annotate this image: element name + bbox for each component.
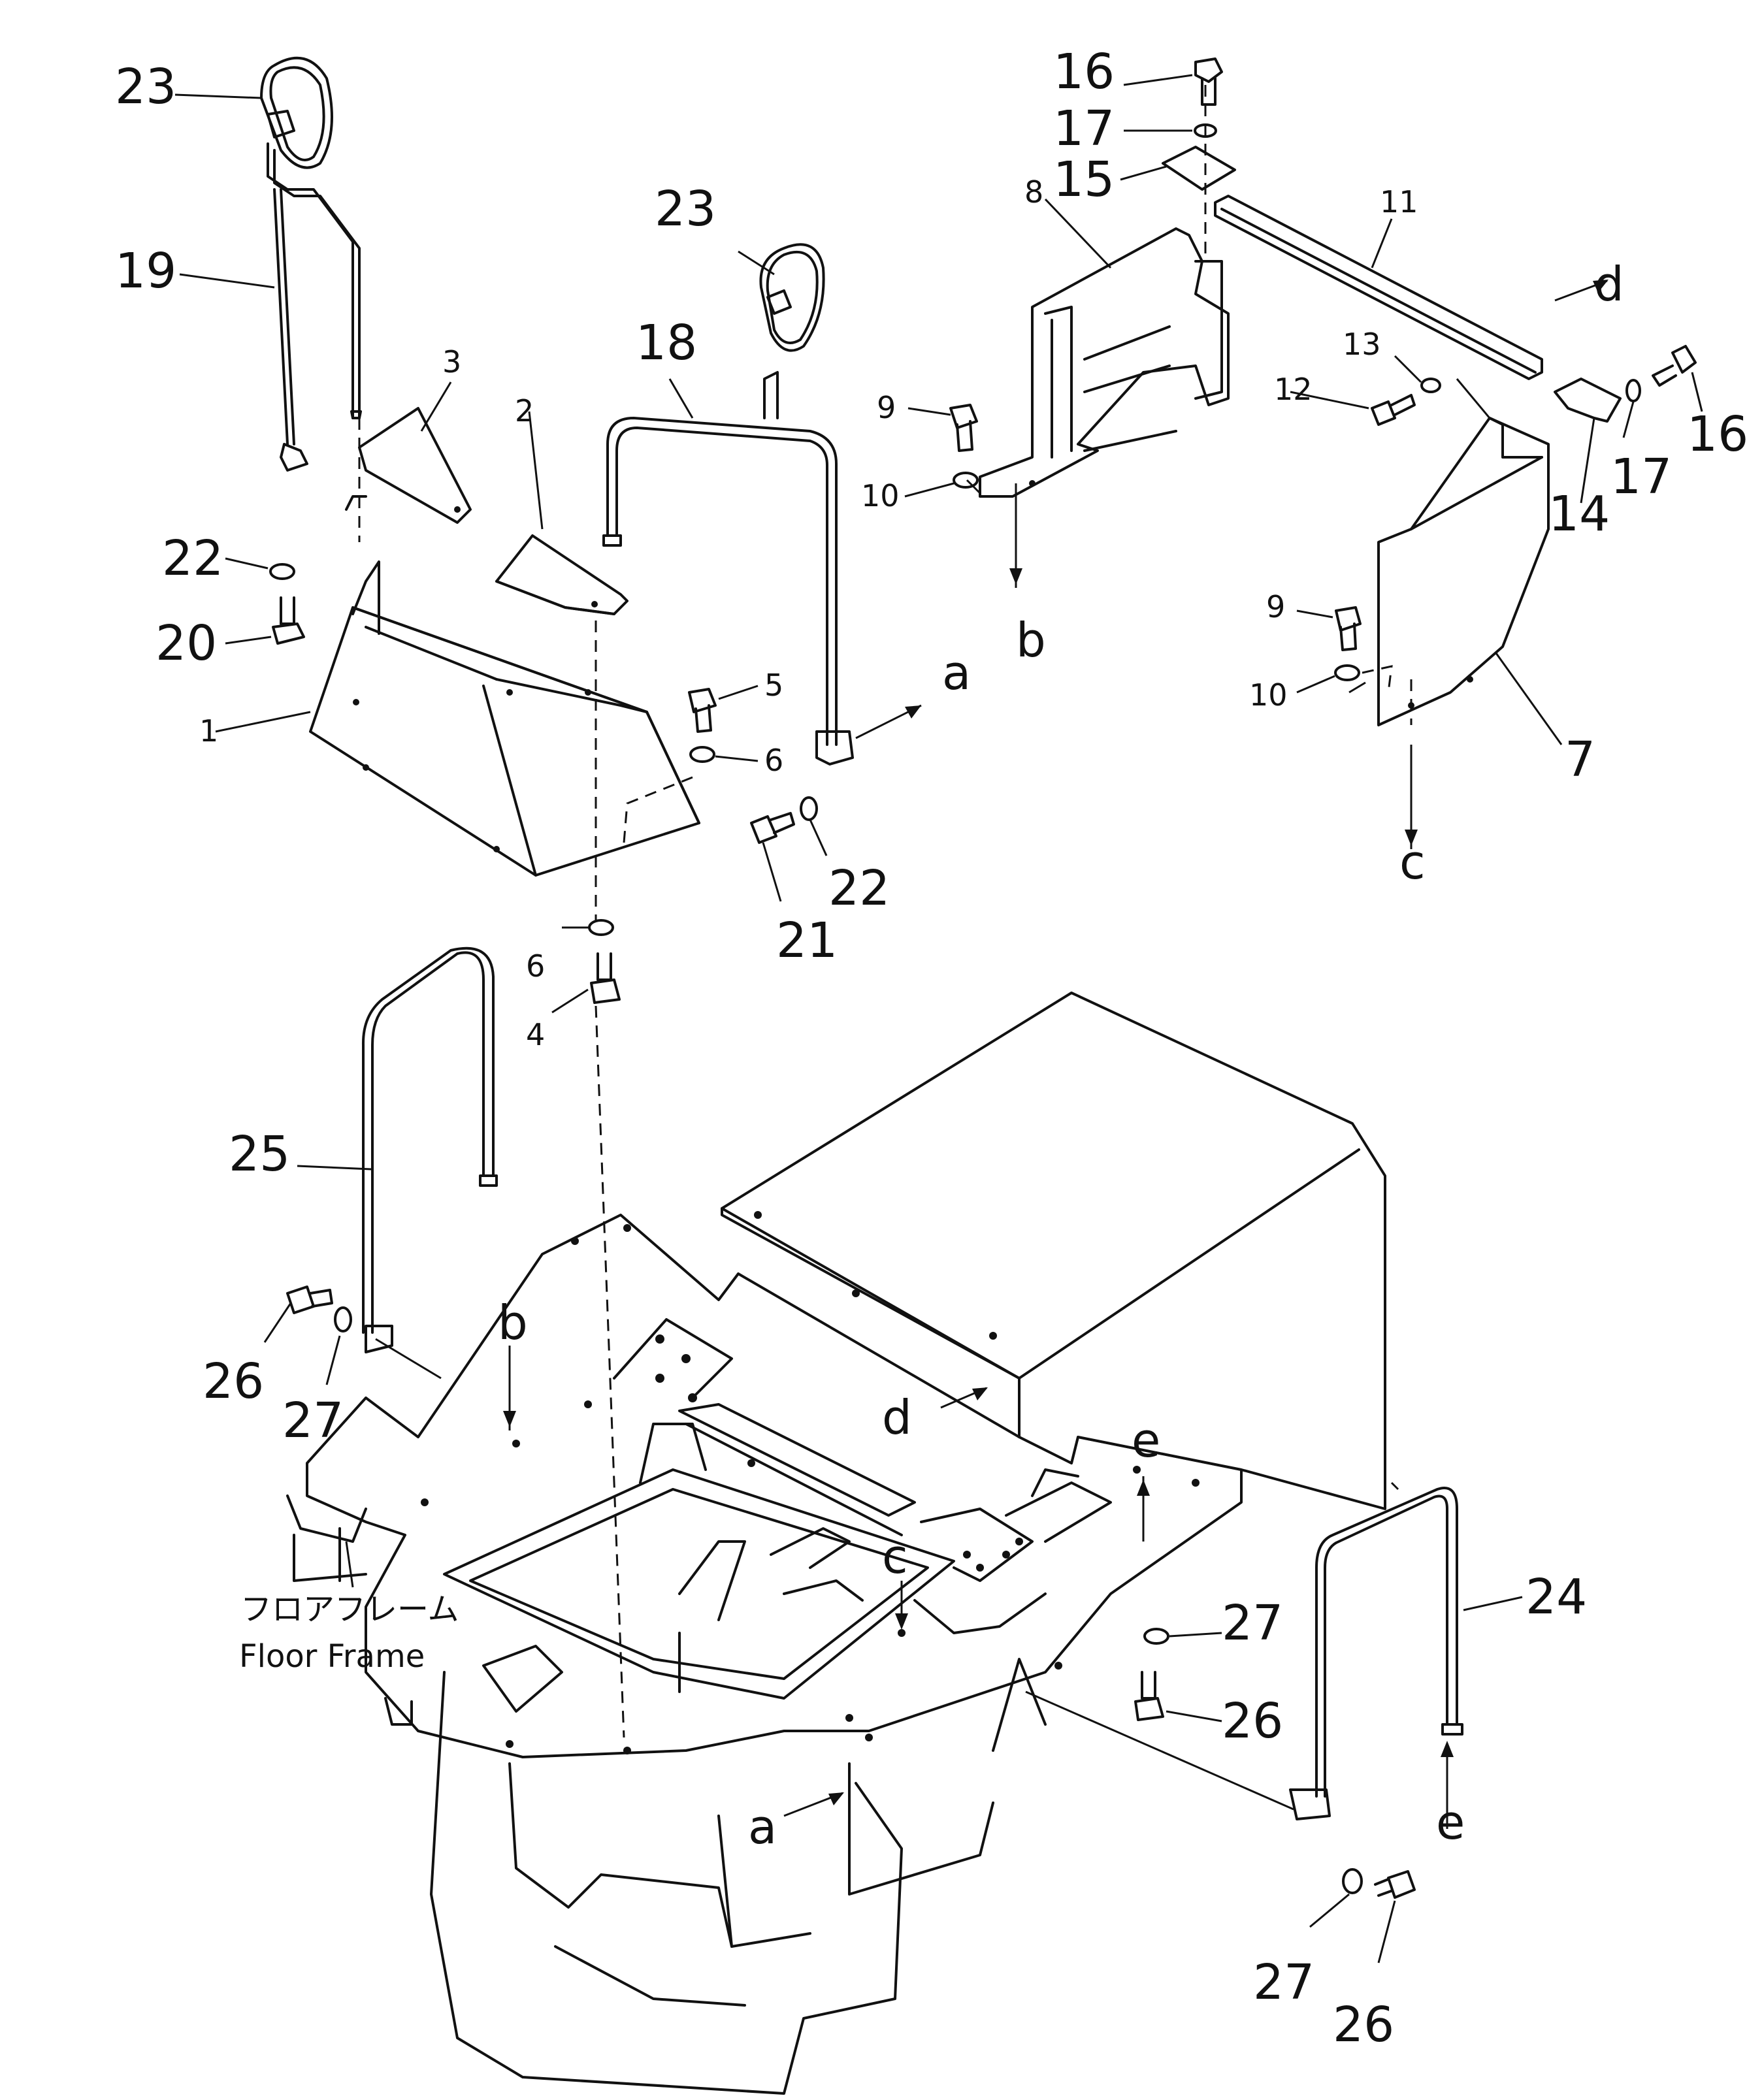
handrail-part-25: [361, 946, 498, 1353]
bar-part-11: [1214, 195, 1543, 380]
assembly-lines: [358, 85, 1491, 1829]
cover-part-1: [309, 560, 700, 877]
callout-27-mid: 27: [1222, 1595, 1283, 1651]
callout-27-bottom: 27: [1253, 1954, 1314, 2011]
callout-12: 12: [1274, 372, 1313, 407]
floor-frame-label-jp: フロアフレーム: [240, 1591, 459, 1628]
ref-d-top: d: [1594, 257, 1624, 312]
handrail-part-18: [602, 371, 854, 766]
callout-6-upper: 6: [764, 743, 783, 778]
callout-16-right: 16: [1687, 406, 1747, 462]
callout-11: 11: [1380, 184, 1418, 219]
callout-23-left: 23: [115, 59, 176, 115]
callout-7: 7: [1565, 732, 1595, 788]
floor-frame: フロアフレーム Floor Frame: [239, 992, 1386, 2095]
mirror-assembly-left: [260, 56, 362, 472]
callout-leaders: [174, 74, 1703, 1963]
ref-d-bottom: d: [882, 1390, 912, 1445]
callout-21: 21: [776, 913, 838, 969]
callout-10-upper: 10: [861, 478, 900, 513]
panel-part-8: [979, 227, 1230, 498]
reference-letters: a b c d b c d e a e: [498, 257, 1624, 1854]
cover-part-2: [495, 534, 629, 615]
callout-10-lower: 10: [1249, 677, 1288, 713]
callout-26-bottom: 26: [1333, 1997, 1394, 2053]
ref-e-top: e: [1132, 1413, 1160, 1468]
ref-a-top: a: [942, 645, 971, 700]
callout-4: 4: [526, 1017, 545, 1052]
callout-22-left: 22: [162, 530, 223, 587]
callout-18: 18: [636, 315, 697, 371]
callout-26-left: 26: [203, 1353, 264, 1410]
callout-labels: 23 19 3 2 18 23 22 20 1 5 6 22 21 6 4 25…: [115, 44, 1747, 2053]
callout-1: 1: [199, 713, 218, 749]
ref-a-bottom: a: [748, 1800, 777, 1854]
bracket-part-14: [1554, 378, 1622, 423]
callout-22-right: 22: [828, 860, 890, 916]
ref-e-bottom: e: [1436, 1795, 1465, 1850]
callout-9-lower: 9: [1266, 589, 1285, 624]
callout-14: 14: [1548, 486, 1610, 542]
cover-part-3: [345, 407, 472, 524]
callout-8: 8: [1024, 174, 1043, 210]
floor-frame-label-en: Floor Frame: [239, 1638, 425, 1675]
ref-c-top: c: [1399, 835, 1426, 890]
ref-c-bottom: c: [882, 1529, 908, 1584]
callout-13: 13: [1343, 327, 1381, 362]
ref-b-bottom: b: [498, 1295, 528, 1350]
ref-b-top: b: [1016, 613, 1046, 668]
reference-arrows: [503, 280, 1608, 1817]
mirror-center: [759, 243, 825, 352]
callout-26-mid: 26: [1222, 1693, 1283, 1749]
callout-17-top: 17: [1053, 101, 1115, 157]
callout-24: 24: [1526, 1569, 1587, 1625]
callout-9-upper: 9: [877, 390, 896, 425]
callout-5: 5: [764, 668, 783, 703]
callout-23-center: 23: [655, 181, 716, 237]
callout-16-top: 16: [1053, 44, 1115, 100]
bracket-part-15: [1162, 146, 1236, 191]
callout-3: 3: [442, 344, 461, 380]
callout-6-lower: 6: [526, 948, 545, 984]
callout-15: 15: [1053, 152, 1115, 208]
callout-27-left: 27: [282, 1393, 344, 1449]
callout-17-right: 17: [1610, 449, 1672, 505]
panel-part-7: [1377, 417, 1550, 726]
callout-19: 19: [115, 243, 176, 299]
handrail-part-24: [1289, 1487, 1463, 1820]
callout-25: 25: [229, 1126, 290, 1182]
callout-20: 20: [155, 615, 217, 671]
callout-2: 2: [515, 393, 534, 428]
